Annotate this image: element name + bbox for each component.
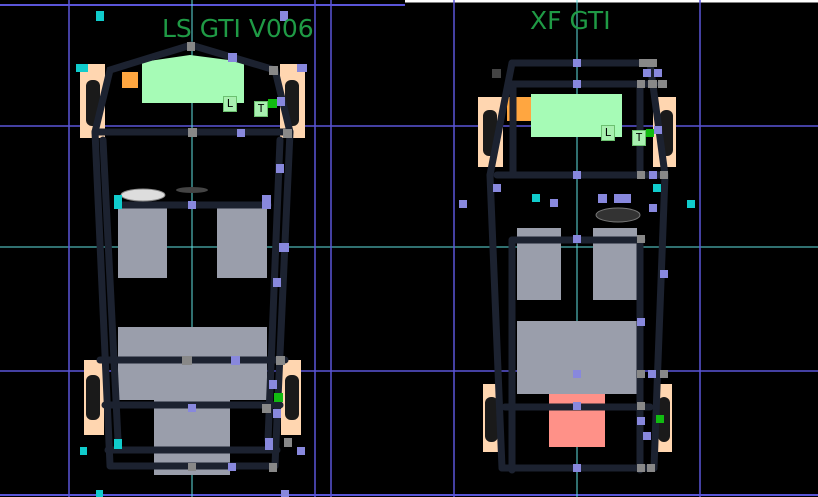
node-handles[interactable] [459, 59, 695, 472]
tank-label-tag[interactable]: T [254, 101, 268, 117]
steering-wheel-icon [595, 207, 641, 223]
light-label-tag[interactable]: L [601, 125, 615, 141]
steering-wheel-icon [176, 187, 208, 193]
car-title-xf-gti: XF GTI [530, 6, 611, 35]
light-label-tag[interactable]: L [223, 96, 237, 112]
tank-label-tag[interactable]: T [632, 130, 646, 146]
cockpit-panel [142, 55, 244, 103]
node-handles[interactable] [76, 11, 307, 497]
orange-marker [122, 72, 138, 88]
steering-wheel-icon [120, 188, 166, 202]
car-title-ls-gti: LS GTI V006 [162, 14, 314, 43]
seats [517, 228, 637, 447]
car-ls-gti[interactable] [76, 11, 307, 497]
car-xf-gti[interactable] [459, 59, 695, 474]
